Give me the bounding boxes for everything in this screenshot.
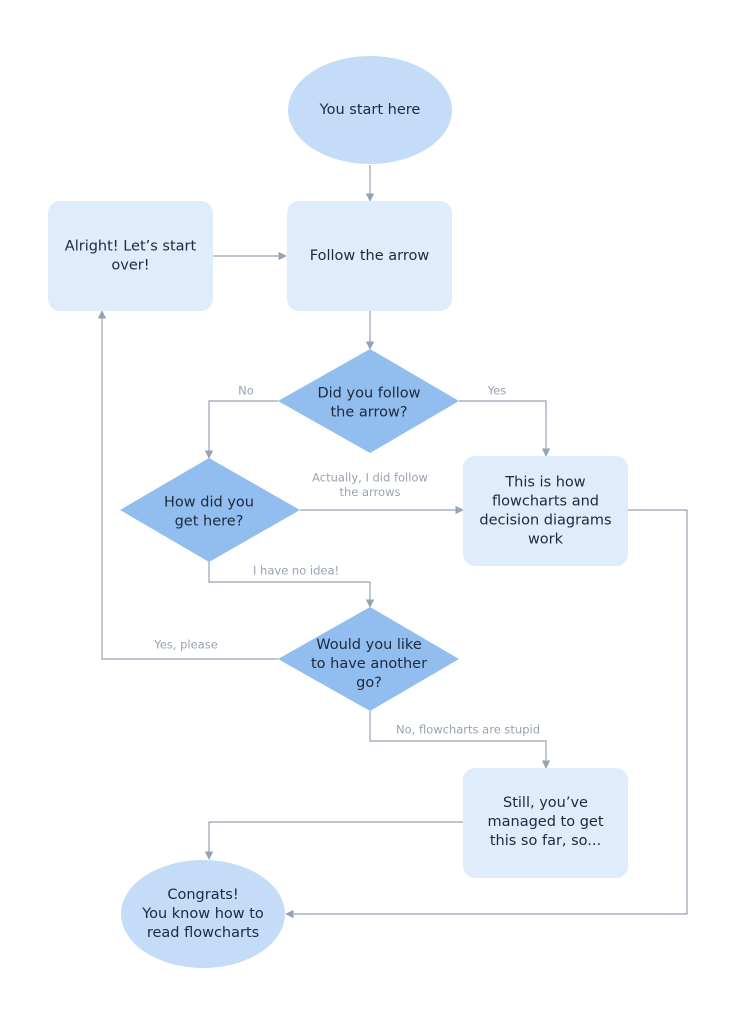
edge-label-no-idea: I have no idea! — [253, 564, 339, 578]
node-another-go-label: Would you like to have another go? — [311, 637, 427, 691]
text-line: Congrats! — [167, 887, 238, 903]
text-line: Alright! Let’s start — [65, 239, 197, 255]
edge-decision-no-branch — [204, 400, 278, 459]
node-start-label: You start here — [319, 102, 421, 118]
text-line: Actually, I did follow — [312, 470, 428, 484]
edge-stupid-branch — [369, 711, 551, 769]
edge-still-to-congrats — [204, 821, 463, 860]
text-line: I have no idea! — [253, 564, 339, 578]
node-congrats-label: Congrats! You know how to read flowcharts — [141, 887, 264, 941]
text-line: This is how — [504, 475, 585, 491]
text-line: work — [528, 532, 564, 548]
node-how-works-label: This is how flowcharts and decision diagra… — [479, 475, 611, 548]
text-line: over! — [111, 258, 149, 274]
text-line: Yes — [487, 384, 507, 398]
text-line: Would you like — [316, 637, 422, 653]
text-line: the arrow? — [330, 405, 407, 421]
text-line: go? — [356, 675, 382, 691]
text-line: How did you — [164, 495, 254, 511]
node-how-here-label: How did you get here? — [164, 495, 254, 530]
node-how-here: How did you get here? — [120, 458, 300, 562]
text-line: read flowcharts — [147, 925, 259, 941]
edge-yes-please-branch — [97, 310, 278, 660]
text-line: this so far, so... — [490, 833, 601, 849]
node-follow: Follow the arrow — [287, 201, 452, 311]
edge-label-stupid: No, flowcharts are stupid — [396, 723, 540, 737]
node-congrats: Congrats! You know how to read flowcharts — [121, 860, 285, 968]
edge-decision-yes-branch — [459, 400, 551, 457]
node-still: Still, you’ve managed to get this so far, … — [463, 768, 628, 878]
text-line: Yes, please — [153, 638, 218, 652]
node-another-go: Would you like to have another go? — [278, 607, 459, 711]
node-did-follow-label: Did you follow the arrow? — [317, 386, 420, 421]
node-restart: Alright! Let’s start over! — [48, 201, 213, 311]
text-line: flowcharts and — [492, 494, 599, 510]
text-line: decision diagrams — [479, 513, 611, 529]
text-line: You start here — [319, 102, 421, 118]
node-follow-label: Follow the arrow — [310, 248, 430, 264]
edge-label-yes: Yes — [487, 384, 507, 398]
node-how-works: This is how flowcharts and decision diagra… — [463, 456, 628, 566]
edge-no-idea-branch — [208, 562, 375, 608]
text-line: get here? — [175, 514, 244, 530]
text-line: Still, you’ve — [503, 795, 588, 811]
text-line: No — [238, 384, 254, 398]
node-start: You start here — [288, 56, 452, 164]
node-restart-label: Alright! Let’s start over! — [65, 239, 197, 274]
nodes: You start here Alright! Let’s start over!… — [48, 56, 628, 968]
text-line: You know how to — [141, 906, 264, 922]
text-line: managed to get — [488, 814, 604, 830]
edge-works-to-congrats — [285, 509, 688, 919]
text-line: Did you follow — [317, 386, 420, 402]
edge-label-yes-please: Yes, please — [153, 638, 218, 652]
text-line: the arrows — [339, 485, 400, 499]
edge-label-no: No — [238, 384, 254, 398]
text-line: Follow the arrow — [310, 248, 430, 264]
node-still-label: Still, you’ve managed to get this so far, … — [488, 795, 604, 849]
connectors — [97, 165, 688, 919]
text-line: to have another — [311, 656, 427, 672]
node-did-follow: Did you follow the arrow? — [278, 349, 459, 453]
text-line: No, flowcharts are stupid — [396, 723, 540, 737]
